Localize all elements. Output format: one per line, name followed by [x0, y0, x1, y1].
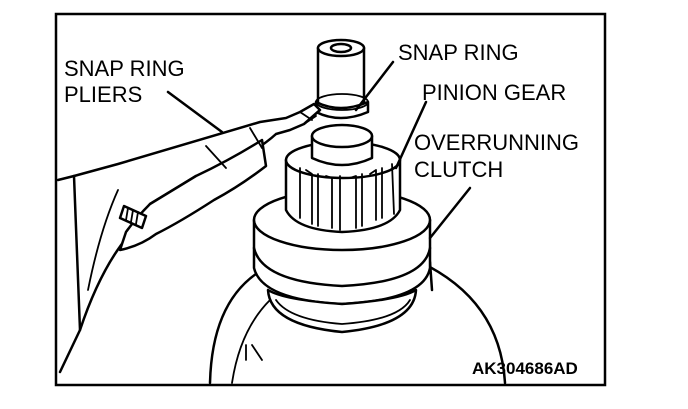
label-pinion-gear: PINION GEAR [422, 80, 566, 105]
leader-overrunning-clutch [428, 186, 472, 240]
label-overrunning-clutch-line1: OVERRUNNING [414, 130, 579, 155]
figure-code: AK304686AD [472, 359, 578, 378]
label-snap-ring: SNAP RING [398, 40, 519, 65]
label-snap-ring-pliers-line1: SNAP RING [64, 56, 185, 81]
label-snap-ring-pliers-line2: PLIERS [64, 82, 142, 107]
starter-motor-body [208, 260, 507, 385]
figure-border [54, 12, 607, 387]
leader-snap-ring-pliers [166, 90, 224, 134]
snap-ring [314, 93, 370, 120]
snap-ring-pliers [56, 102, 322, 374]
leader-lines [166, 60, 472, 240]
label-overrunning-clutch-line2: CLUTCH [414, 157, 503, 182]
leader-pinion-gear [394, 100, 428, 170]
leader-snap-ring [354, 60, 395, 112]
